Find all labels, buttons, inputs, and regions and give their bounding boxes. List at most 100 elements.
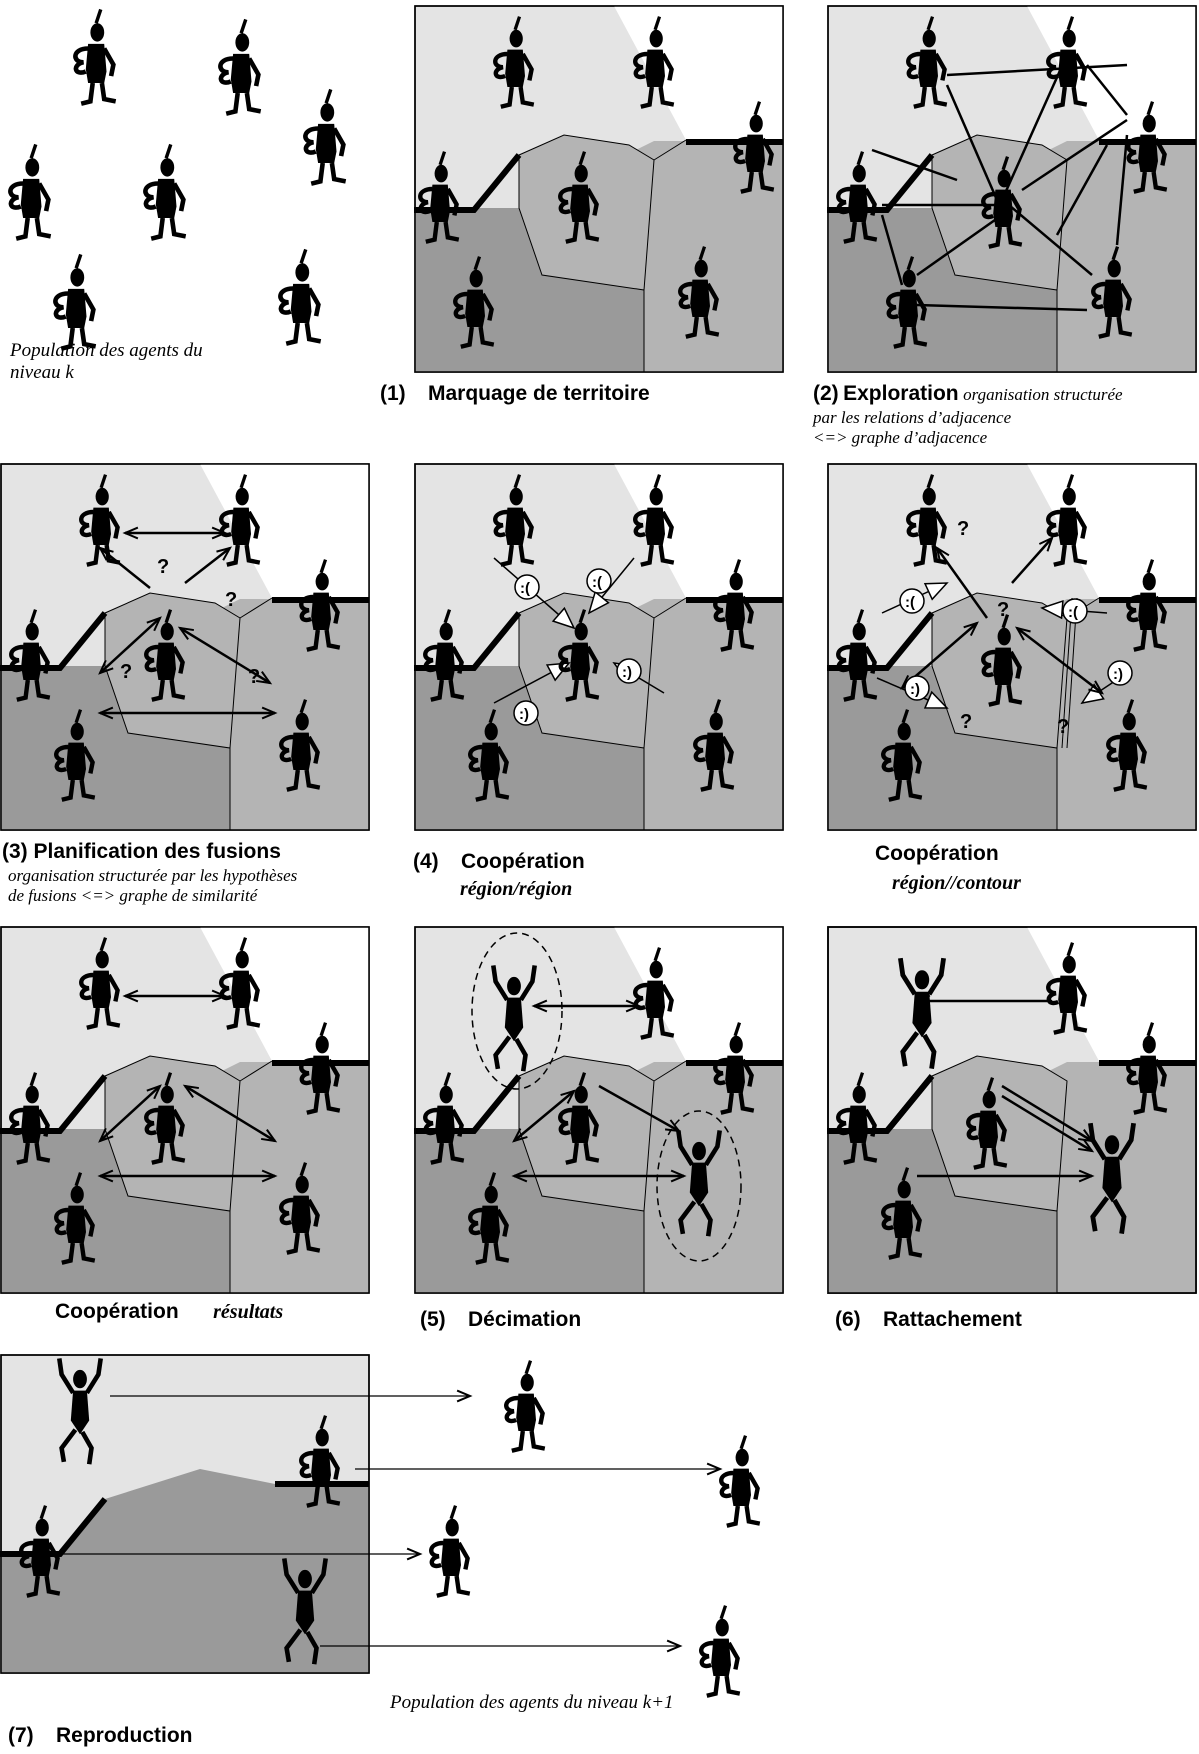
- agent-icon: [54, 1172, 96, 1265]
- happy-face-icon: [616, 658, 642, 684]
- arrowhead: [122, 526, 139, 540]
- arrowhead: [560, 1089, 576, 1104]
- agent-icon: [423, 609, 465, 702]
- happy-face-icon: [1107, 660, 1133, 686]
- agent-icon: [303, 88, 347, 186]
- agent-icon: [493, 474, 535, 567]
- border-line: [239, 597, 273, 619]
- arrowhead: [146, 616, 162, 632]
- question-mark: ?: [957, 518, 969, 540]
- sad-face-icon: [899, 588, 925, 614]
- agent-icon: [558, 1072, 600, 1165]
- caption-step-4-sub: région/région: [460, 878, 573, 900]
- caption-step-2: (2) Exploration organisation structurée: [813, 382, 1123, 405]
- arrowhead: [1078, 1139, 1095, 1153]
- panel-border: [0, 463, 370, 831]
- link-line: [871, 148, 958, 182]
- agent-icon: [1046, 942, 1088, 1035]
- face-text: :): [519, 706, 529, 723]
- agent-icon: [836, 1072, 878, 1165]
- agent-icon: [713, 1022, 755, 1115]
- agent-icon: [468, 709, 510, 802]
- arrowhead: [97, 706, 114, 720]
- region-bottom-left: [827, 208, 1057, 372]
- arrow-line: [1001, 1084, 1093, 1143]
- agent-icon: [143, 143, 187, 241]
- happy-agent-icon: [282, 1558, 328, 1665]
- face-text: :): [1113, 666, 1123, 683]
- agent-icon: [1126, 1022, 1168, 1115]
- arrowhead: [146, 1084, 162, 1100]
- panel-exploration: [827, 5, 1197, 373]
- question-mark: ?: [120, 661, 132, 683]
- agent-icon: [966, 1077, 1008, 1170]
- region-bottom-left: [827, 666, 1057, 830]
- agent-icon: [1106, 699, 1148, 792]
- arrowhead: [261, 1129, 278, 1143]
- link-line: [1021, 118, 1128, 192]
- agent-icon: [981, 156, 1023, 249]
- arrowhead: [706, 1462, 723, 1476]
- arrow-line: [935, 547, 989, 619]
- question-mark: ?: [248, 666, 260, 688]
- link-line: [1086, 64, 1128, 116]
- agent-icon: [299, 559, 341, 652]
- agent-icon: [836, 609, 878, 702]
- agent-icon: [144, 609, 186, 702]
- agent-icon: [633, 947, 675, 1040]
- agent-icon: [836, 151, 878, 244]
- agent-icon: [719, 1435, 761, 1528]
- panel-cooperation-region: :(:(:):): [414, 463, 784, 831]
- arrowhead: [122, 989, 139, 1003]
- agent-icon: [713, 559, 755, 652]
- panel-border: [414, 5, 784, 373]
- agent-icon: [8, 143, 52, 241]
- region-bottom-left: [414, 666, 644, 830]
- agent-icon: [1046, 16, 1088, 109]
- agent-icon: [633, 474, 675, 567]
- caption-step-3: (3) Planification des fusions: [2, 840, 281, 863]
- agent-icon: [279, 1162, 321, 1255]
- sad-face-icon: [514, 574, 540, 600]
- agent-icon: [493, 16, 535, 109]
- panel-population-k: [8, 8, 347, 351]
- arrowhead: [666, 1639, 683, 1653]
- happy-face-icon: [904, 675, 930, 701]
- border-line: [653, 597, 687, 619]
- agent-icon: [886, 256, 928, 349]
- arrowhead: [261, 706, 278, 720]
- question-mark: ?: [1057, 716, 1069, 738]
- agent-icon: [9, 1072, 51, 1165]
- arrow-line: [1001, 1094, 1093, 1153]
- link-line: [996, 194, 1093, 276]
- decimation-ring: [656, 1110, 742, 1262]
- arrowhead: [1038, 536, 1054, 552]
- happy-agent-icon: [57, 1358, 103, 1465]
- agent-icon: [219, 937, 261, 1030]
- arrowhead: [670, 1169, 687, 1183]
- panel-border: [827, 463, 1197, 831]
- agent-icon: [278, 248, 322, 346]
- arrow-line: [184, 547, 231, 584]
- region-bottom-left: [0, 1129, 230, 1293]
- question-mark: ?: [225, 589, 237, 611]
- border-line: [1061, 597, 1073, 749]
- border-line: [653, 1060, 687, 1082]
- caption-coop-contour: Coopération: [875, 842, 999, 865]
- agent-icon: [981, 614, 1023, 707]
- arrowhead: [531, 999, 548, 1013]
- arrowhead: [587, 590, 610, 615]
- agent-icon: [219, 474, 261, 567]
- agent-icon: [699, 1605, 741, 1698]
- panel-border: [414, 463, 784, 831]
- arrowhead: [511, 1169, 528, 1183]
- arrowhead: [1014, 626, 1031, 641]
- arrowhead: [1088, 680, 1105, 695]
- region-center: [931, 1055, 1068, 1212]
- panel-cooperation-results: [0, 926, 370, 1294]
- arrow-line: [99, 617, 161, 674]
- arrowhead: [963, 621, 979, 637]
- face-text: :): [910, 681, 920, 698]
- link-line: [916, 213, 1003, 277]
- face-text: :(: [592, 574, 602, 591]
